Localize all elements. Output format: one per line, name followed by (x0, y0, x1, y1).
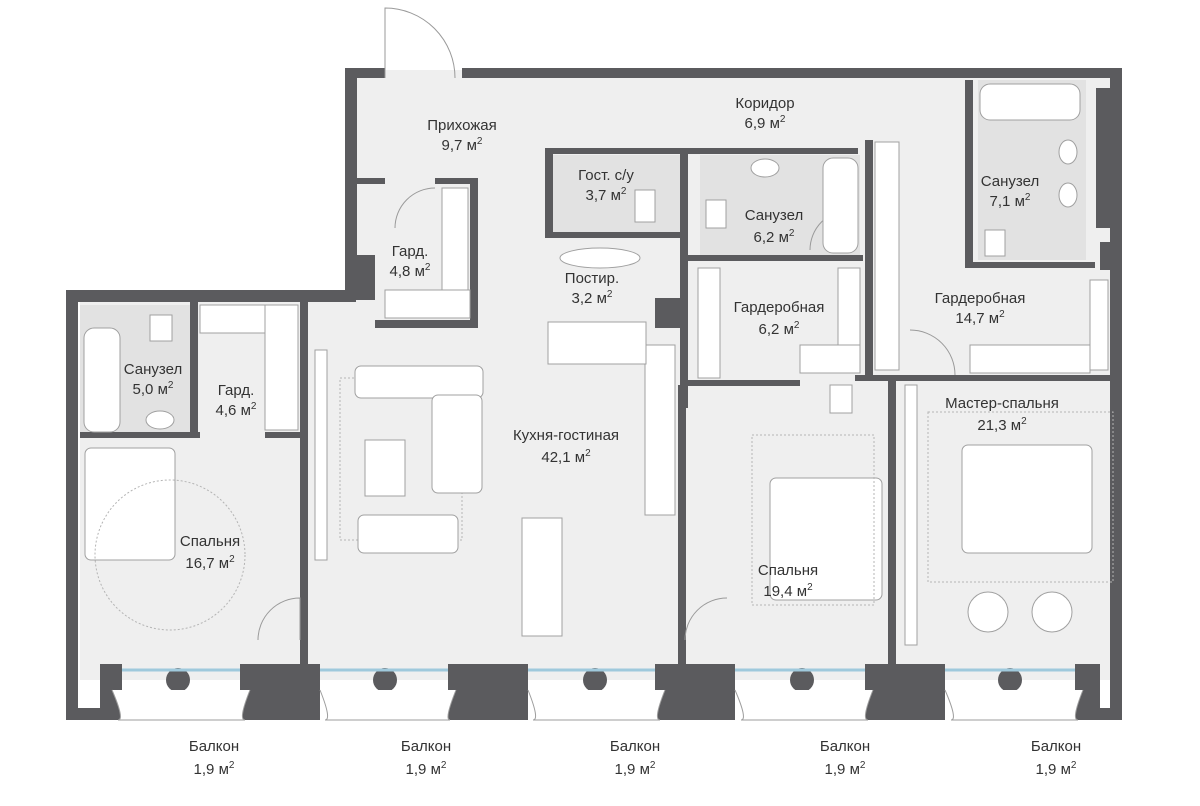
room-name-walkin-center: Гардеробная (734, 299, 825, 316)
room-area-laundry: 3,2 м2 (572, 289, 613, 307)
balcony-area-4: 1,9 м2 (825, 760, 866, 778)
bedroom-furniture (84, 384, 1114, 646)
room-name-bedroom-left: Спальня (180, 533, 240, 550)
room-name-bathroom-master: Санузел (981, 173, 1039, 190)
room-name-master-bedroom: Мастер-спальня (945, 395, 1059, 412)
room-area-bedroom-center: 19,4 м2 (763, 582, 813, 600)
room-area-closet-left: 4,6 м2 (216, 401, 257, 419)
room-name-walkin-master: Гардеробная (935, 290, 1026, 307)
room-name-bathroom-center: Санузел (745, 207, 803, 224)
room-area-bedroom-left: 16,7 м2 (185, 554, 235, 572)
living-furniture (314, 321, 676, 637)
balcony-area-1: 1,9 м2 (194, 760, 235, 778)
interior-walls (80, 80, 1110, 665)
doors (257, 7, 956, 641)
bath-fixtures (83, 83, 1081, 433)
outer-walls (66, 68, 1122, 720)
room-name-closet-left: Гард. (218, 382, 255, 399)
room-area-walkin-center: 6,2 м2 (759, 320, 800, 338)
room-name-kitchen-living: Кухня-гостиная (513, 427, 619, 444)
balcony-name-4: Балкон (820, 738, 870, 755)
room-name-bedroom-center: Спальня (758, 562, 818, 579)
balcony-outlines (111, 689, 1084, 721)
room-area-bathroom-left: 5,0 м2 (133, 380, 174, 398)
room-area-bathroom-center: 6,2 м2 (754, 228, 795, 246)
room-name-guest-wc: Гост. с/у (578, 167, 634, 184)
room-area-bathroom-master: 7,1 м2 (990, 192, 1031, 210)
room-area-hallway: 9,7 м2 (442, 136, 483, 154)
balcony-labels: Балкон 1,9 м2 Балкон 1,9 м2 Балкон 1,9 м… (189, 738, 1081, 778)
room-area-walkin-master: 14,7 м2 (955, 309, 1005, 327)
room-name-closet-entry: Гард. (392, 243, 429, 260)
balcony-area-5: 1,9 м2 (1036, 760, 1077, 778)
room-name-hallway: Прихожая (427, 117, 497, 134)
balcony-area-2: 1,9 м2 (406, 760, 447, 778)
room-area-corridor: 6,9 м2 (745, 114, 786, 132)
balcony-area-3: 1,9 м2 (615, 760, 656, 778)
balcony-name-1: Балкон (189, 738, 239, 755)
room-area-kitchen-living: 42,1 м2 (541, 448, 591, 466)
room-name-laundry: Постир. (565, 270, 619, 287)
room-area-guest-wc: 3,7 м2 (586, 186, 627, 204)
balcony-name-2: Балкон (401, 738, 451, 755)
wardrobe-hatching (199, 141, 1109, 431)
room-area-closet-entry: 4,8 м2 (390, 262, 431, 280)
room-area-master-bedroom: 21,3 м2 (977, 416, 1027, 434)
room-name-corridor: Коридор (735, 95, 794, 112)
balcony-name-5: Балкон (1031, 738, 1081, 755)
balcony-name-3: Балкон (610, 738, 660, 755)
room-labels: Прихожая 9,7 м2 Коридор 6,9 м2 Гост. с/у… (124, 95, 1059, 600)
room-name-bathroom-left: Санузел (124, 361, 182, 378)
